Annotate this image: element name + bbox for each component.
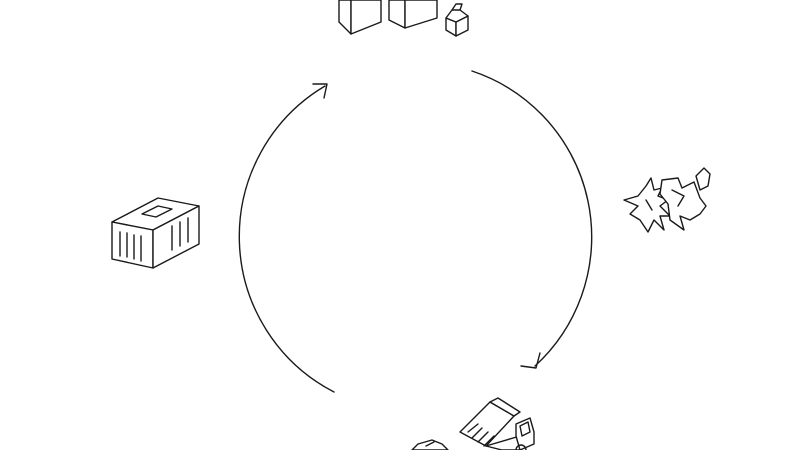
shipping-container-icon xyxy=(111,197,200,269)
arrowhead-top xyxy=(312,83,328,99)
buildings-icon xyxy=(338,0,469,37)
arrowhead-bottom-right xyxy=(520,352,541,369)
arc-left xyxy=(238,85,335,393)
cycle-arrows xyxy=(238,70,593,393)
dump-truck-icon xyxy=(411,397,535,450)
arc-top-right xyxy=(471,70,593,367)
debris-icon xyxy=(623,167,711,233)
